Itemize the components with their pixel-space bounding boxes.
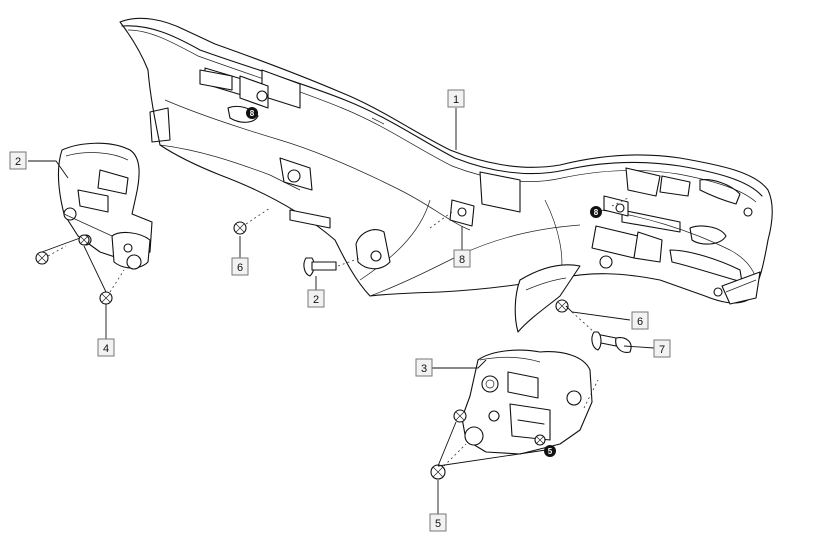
- badge-label: 8: [250, 109, 255, 118]
- callout-label: 6: [237, 262, 243, 274]
- callout-label: 1: [453, 94, 459, 106]
- callout-8: 8: [453, 249, 471, 268]
- screw-icon: [78, 234, 90, 246]
- callout-1: 1: [447, 89, 465, 108]
- main-trim-panel: [119, 17, 773, 333]
- callout-label: 6: [637, 316, 643, 328]
- callout-7: 7: [653, 339, 671, 358]
- callout-2-left: 2: [9, 151, 27, 170]
- lower-switch-module: [461, 349, 593, 455]
- callout-5: 5: [429, 513, 447, 532]
- badge-label: 5: [548, 447, 553, 456]
- callout-label: 3: [421, 363, 427, 375]
- screw-icon: [555, 299, 569, 313]
- callout-6-right: 6: [631, 311, 649, 330]
- callout-label: 5: [435, 518, 441, 530]
- callout-label: 7: [659, 344, 665, 356]
- callout-label: 2: [15, 156, 21, 168]
- callout-label: 2: [313, 294, 319, 306]
- screw-icon: [453, 409, 467, 423]
- callout-2-pin: 2: [307, 289, 325, 308]
- badge-label: 8: [594, 208, 599, 217]
- screw-icon: [430, 443, 467, 480]
- callout-label: 4: [103, 343, 109, 355]
- callout-4: 4: [97, 338, 115, 357]
- badge-5: 5: [544, 445, 556, 457]
- left-switch-module: [57, 142, 153, 270]
- callout-3: 3: [415, 358, 433, 377]
- badge-8-right: 8: [590, 206, 602, 218]
- push-pin-icon: [571, 311, 632, 353]
- push-pin-icon: [303, 257, 361, 277]
- badge-8-upper: 8: [246, 107, 258, 119]
- callout-label: 8: [459, 254, 465, 266]
- callout-6-left: 6: [231, 257, 249, 276]
- leader-lines: [28, 108, 655, 514]
- screw-icon: [534, 434, 546, 446]
- screw-icon: [35, 245, 67, 265]
- screws: [35, 197, 632, 480]
- screw-icon: [233, 207, 271, 235]
